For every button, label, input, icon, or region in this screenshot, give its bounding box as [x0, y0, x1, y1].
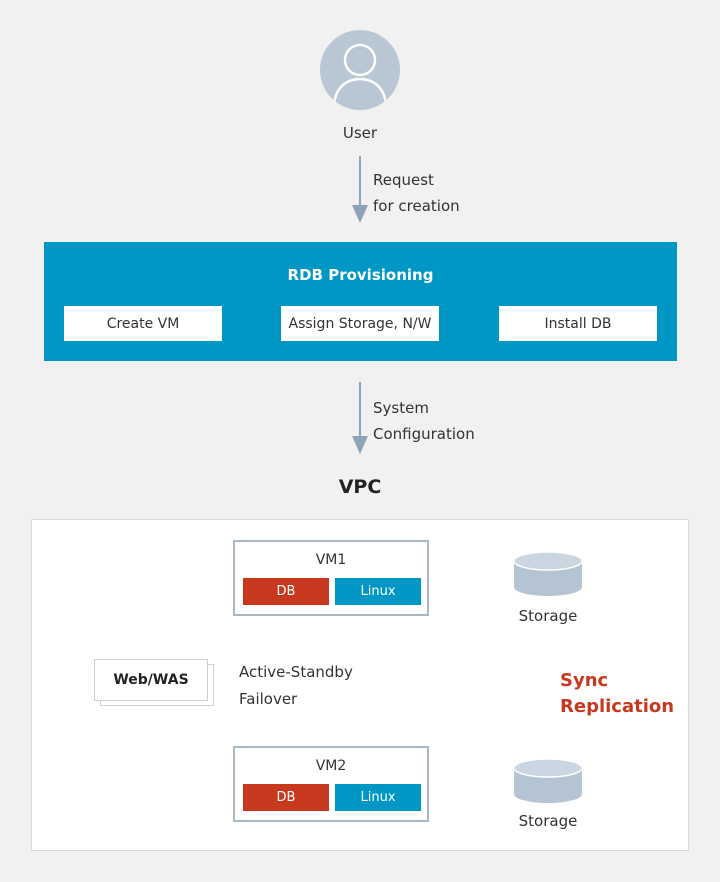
vm1-linux-chip: Linux: [335, 578, 421, 605]
storage-1-icon: [513, 551, 583, 596]
sync-replication-label: Sync Replication: [560, 668, 674, 720]
failover-label: Active-Standby Failover: [239, 659, 353, 713]
request-label-line1: Request: [373, 171, 434, 189]
rdb-provisioning-panel: RDB Provisioning Create VM Assign Storag…: [44, 242, 677, 361]
request-label: Request for creation: [373, 167, 460, 219]
provisioning-title: RDB Provisioning: [287, 266, 434, 284]
vpc-title: VPC: [338, 476, 382, 498]
failover-line2: Failover: [239, 690, 298, 708]
request-label-line2: for creation: [373, 197, 460, 215]
step-assign-storage: Assign Storage, N/W: [281, 306, 439, 341]
vm1-title: VM1: [315, 552, 347, 568]
user-avatar-icon: [320, 30, 400, 110]
step-install-db: Install DB: [499, 306, 657, 341]
vm2-title: VM2: [315, 758, 347, 774]
vm2-box: VM2 DB Linux: [233, 746, 429, 822]
vm1-db-chip: DB: [243, 578, 329, 605]
storage-2-label: Storage: [518, 812, 578, 830]
storage-1-label: Storage: [518, 607, 578, 625]
user-label: User: [342, 124, 378, 142]
vm2-linux-chip: Linux: [335, 784, 421, 811]
sync-line1: Sync: [560, 670, 609, 691]
webwas-card: Web/WAS: [94, 659, 208, 701]
sync-line2: Replication: [560, 696, 675, 717]
step-create-vm: Create VM: [64, 306, 222, 341]
vm1-box: VM1 DB Linux: [233, 540, 429, 616]
failover-line1: Active-Standby: [239, 663, 353, 681]
system-config-label: System Configuration: [373, 395, 475, 447]
system-config-line2: Configuration: [373, 425, 475, 443]
system-config-line1: System: [373, 399, 429, 417]
vm2-db-chip: DB: [243, 784, 329, 811]
storage-2-icon: [513, 758, 583, 803]
